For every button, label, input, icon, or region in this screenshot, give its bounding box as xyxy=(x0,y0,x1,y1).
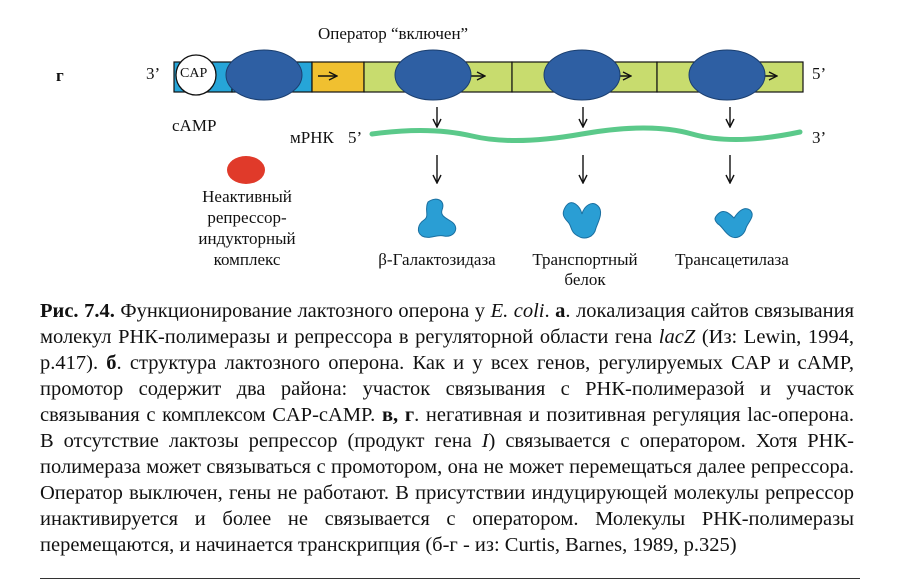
mrna-5prime-label: 5’ xyxy=(348,128,363,147)
rna-polymerase xyxy=(688,49,766,101)
bottom-rule xyxy=(40,578,860,579)
cap-label: CAP xyxy=(180,66,208,81)
caption-text: . xyxy=(544,300,556,322)
label-line: комплекс xyxy=(213,250,281,269)
cap-protein xyxy=(175,54,217,96)
protein-blob-icon xyxy=(562,202,602,239)
caption-text: . локализация сайтов связывания молекул … xyxy=(40,300,855,348)
caption-panel-vg: в, г xyxy=(381,404,415,426)
caption-panel-a: а xyxy=(555,300,566,322)
label-line: индукторный xyxy=(198,229,296,248)
caption-species: E. coli xyxy=(490,300,545,322)
caption-gene: lacZ xyxy=(658,326,696,348)
dna-5prime-label: 5’ xyxy=(812,64,827,83)
label-line: Трансацетилаза xyxy=(675,250,789,269)
mrna-label: мРНК xyxy=(290,128,334,147)
caption-text: Функционирование лактозного оперона у xyxy=(114,300,491,322)
mrna-strand xyxy=(369,125,803,144)
label-line: Транспортный xyxy=(532,250,638,269)
rna-polymerase xyxy=(394,49,472,101)
protein-blob-icon xyxy=(714,208,753,239)
rna-polymerase xyxy=(225,49,303,101)
operon-diagram xyxy=(173,49,804,239)
protein-blob-icon xyxy=(417,198,457,238)
caption-fig-label: Рис. 7.4. xyxy=(40,300,115,322)
caption-paragraph: Рис. 7.4. Функционирование лактозного оп… xyxy=(40,298,854,558)
protein-label-galactosidase: β-Галактозидаза xyxy=(362,250,512,270)
inactive-repressor-label: Неактивный репрессор- индукторный компле… xyxy=(186,186,308,270)
dna-operator xyxy=(311,61,365,93)
dna-3prime-label: 3’ xyxy=(146,64,161,83)
label-line: белок xyxy=(564,270,606,289)
lac-operon-figure: г Оператор “включен” 3’ 5’ CAP cAMP мРНК… xyxy=(56,24,827,290)
label-line: репрессор- xyxy=(207,208,287,227)
rna-polymerase xyxy=(543,49,621,101)
figure-caption: Рис. 7.4. Функционирование лактозного оп… xyxy=(40,298,854,558)
mrna-3prime-label: 3’ xyxy=(812,128,827,147)
protein-label-transport: Транспортный белок xyxy=(518,250,652,290)
camp-label: cAMP xyxy=(172,116,217,135)
operator-label: Оператор “включен” xyxy=(318,24,469,43)
caption-text: . негативная и позитивная регуляция lac-… xyxy=(40,404,854,452)
caption-text: . структура лактозного оперона. Как и у … xyxy=(40,352,855,426)
caption-panel-b: б xyxy=(106,352,117,374)
inactive-repressor-icon xyxy=(227,156,265,184)
label-line: Неактивный xyxy=(202,187,292,206)
panel-letter: г xyxy=(56,66,64,85)
caption-text: (Из: Lewin, 1994, p.417). xyxy=(40,326,854,374)
label-line: β-Галактозидаза xyxy=(378,250,496,269)
protein-label-transacetylase: Трансацетилаза xyxy=(664,250,800,270)
caption-gene: I xyxy=(481,430,489,452)
caption-text: ) связывается с оператором. Хотя РНК-пол… xyxy=(40,430,854,556)
